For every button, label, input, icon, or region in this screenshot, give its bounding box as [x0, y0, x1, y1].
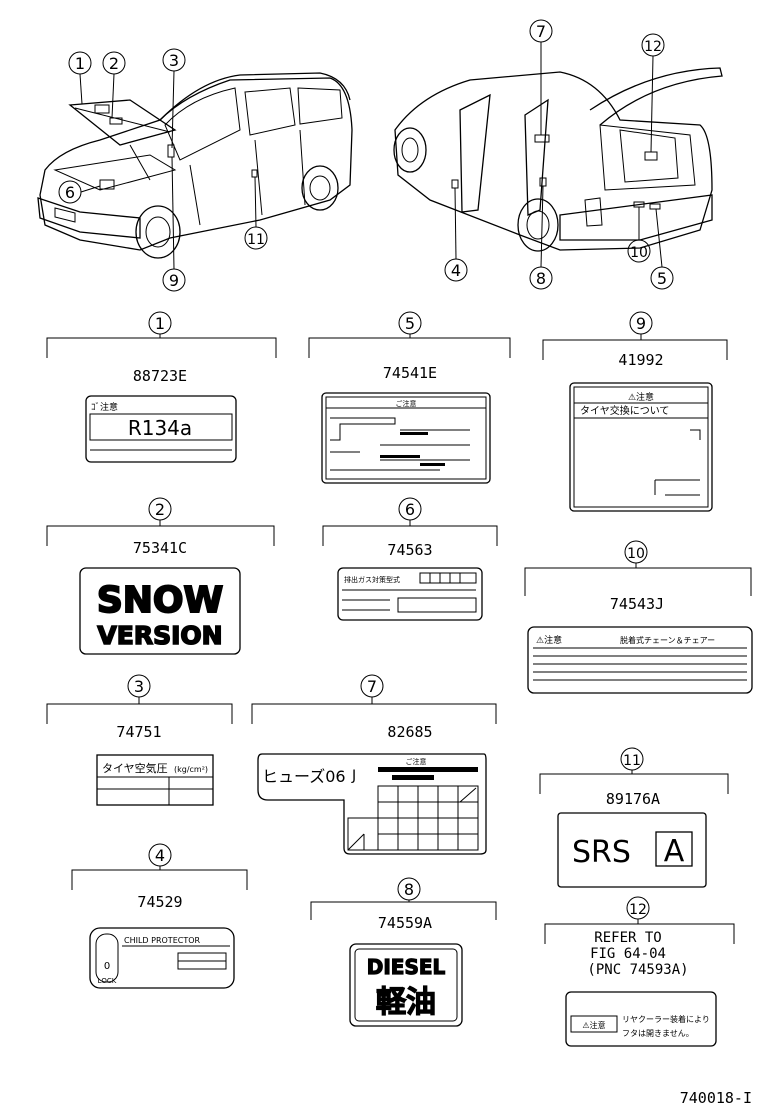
callout-1: 1	[75, 54, 85, 73]
part-6-callout: 6	[405, 500, 415, 519]
callout-9: 9	[169, 271, 179, 290]
part-7-head: ご注意	[406, 757, 427, 766]
part-11-text: SRS	[572, 835, 631, 870]
part-4-lock: LOCK	[98, 977, 117, 985]
part-12-ref3: (PNC 74593A)	[587, 962, 688, 978]
part-3-label: 3 74751 タイヤ空気圧 (kg/cm²)	[46, 674, 233, 806]
figure-code: 740018-I	[680, 1089, 752, 1107]
car-callouts: 1 2 3 6 9 11 7 12 4 8	[58, 19, 674, 292]
part-12-txt1: リヤクーラー装着により	[622, 1014, 710, 1024]
part-2-callout: 2	[155, 500, 165, 519]
callout-12: 12	[644, 39, 662, 55]
part-7-left: ヒューズ06	[262, 767, 346, 786]
part-5-callout: 5	[405, 314, 415, 333]
callout-6: 6	[65, 183, 75, 202]
part-1-label: 1 88723E ｺﾞ注意 R134a	[46, 311, 277, 463]
part-3-callout: 3	[134, 677, 144, 696]
part-1-subtext: ｺﾞ注意	[91, 401, 118, 413]
callout-3: 3	[169, 51, 179, 70]
part-10-label: 10 74543J ⚠注意 脱着式チェーン＆チェアー	[524, 540, 753, 694]
part-7-number: 82685	[387, 723, 432, 741]
part-9-sub: タイヤ交換について	[580, 404, 669, 417]
car-rear-view	[393, 67, 723, 252]
part-6-number: 74563	[387, 541, 432, 559]
part-2-label: 2 75341C SNOW VERSION	[46, 497, 275, 655]
callout-10: 10	[630, 245, 648, 261]
part-12-ref1: REFER TO	[594, 930, 661, 946]
part-2-line1: SNOW	[97, 580, 223, 621]
part-8-line1: DIESEL	[367, 955, 446, 979]
part-10-head: ⚠注意	[536, 634, 562, 646]
part-2-number: 75341C	[133, 539, 187, 557]
part-11-number: 89176A	[606, 790, 660, 808]
part-11-label: 11 89176A SRS A	[539, 747, 729, 888]
callout-11: 11	[247, 232, 265, 248]
part-8-label: 8 74559A DIESEL 軽油	[310, 877, 497, 1027]
part-5-number: 74541E	[383, 364, 437, 382]
part-12-txt2: フタは開きません。	[622, 1029, 694, 1038]
part-4-callout: 4	[155, 846, 165, 865]
part-4-label: 4 74529 0 LOCK CHILD PROTECTOR	[71, 843, 248, 989]
part-10-number: 74543J	[610, 595, 664, 613]
part-11-callout: 11	[623, 753, 641, 769]
part-12-callout: 12	[629, 902, 647, 918]
part-9-head: ⚠注意	[628, 391, 654, 403]
callout-5: 5	[657, 269, 667, 288]
callout-7: 7	[536, 22, 546, 41]
part-9-label: 9 41992 ⚠注意 タイヤ交換について	[542, 311, 728, 512]
part-3-number: 74751	[116, 723, 161, 741]
part-2-line2: VERSION	[97, 621, 222, 650]
part-7-callout: 7	[367, 677, 377, 696]
part-10-callout: 10	[627, 546, 645, 562]
part-11-box: A	[664, 834, 685, 869]
callout-8: 8	[536, 269, 546, 288]
part-6-head: 排出ガス対策型式	[344, 575, 400, 584]
part-12-ref2: FIG 64-04	[590, 946, 666, 962]
part-8-number: 74559A	[378, 914, 432, 932]
part-3-text: タイヤ空気圧	[102, 761, 168, 775]
part-12-label: 12 REFER TO FIG 64-04 (PNC 74593A) ⚠注意 リ…	[544, 896, 735, 1047]
part-5-head: ご注意	[396, 399, 417, 408]
part-1-number: 88723E	[133, 367, 187, 385]
part-4-head: CHILD PROTECTOR	[124, 936, 201, 945]
part-8-callout: 8	[404, 880, 414, 899]
part-6-label: 6 74563 排出ガス対策型式	[322, 497, 498, 621]
part-9-number: 41992	[618, 351, 663, 369]
part-1-callout: 1	[155, 314, 165, 333]
callout-4: 4	[451, 261, 461, 280]
part-7-label: 7 82685 ヒューズ06 J ご注意	[251, 674, 497, 855]
part-10-sub: 脱着式チェーン＆チェアー	[620, 635, 715, 645]
part-4-ring: 0	[104, 961, 110, 972]
car-front-view	[37, 72, 353, 259]
part-3-unit: (kg/cm²)	[174, 765, 208, 774]
part-4-number: 74529	[137, 893, 182, 911]
part-5-label: 5 74541E ご注意	[308, 311, 511, 484]
part-1-text: R134a	[128, 416, 192, 440]
part-12-warn: ⚠注意	[582, 1020, 605, 1030]
part-9-callout: 9	[636, 314, 646, 333]
part-8-line2: 軽油	[376, 985, 436, 1020]
callout-2: 2	[109, 54, 119, 73]
part-7-mark: J	[351, 768, 356, 784]
